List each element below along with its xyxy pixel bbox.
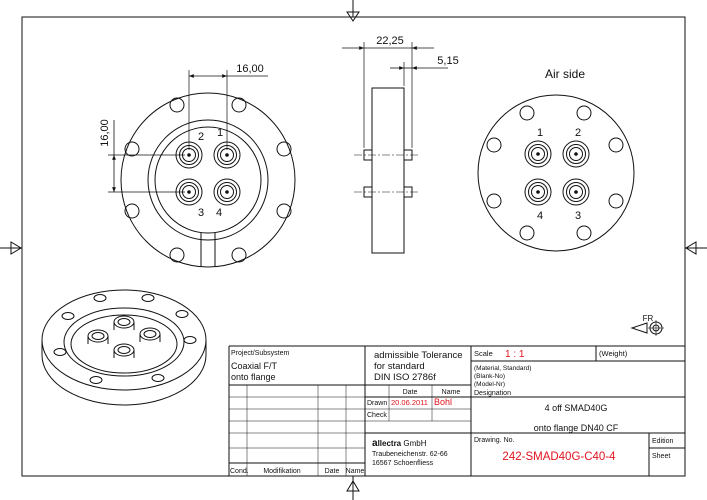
rev-date-header: Date — [325, 468, 340, 475]
projection-symbol-label: FR — [643, 314, 654, 323]
side-view: 22,25 5,15 — [342, 35, 459, 254]
scale-label: Scale — [474, 349, 493, 358]
sheet-label: Sheet — [652, 453, 670, 460]
dimension-side-total: 22,25 — [376, 35, 404, 47]
connector-iso-top — [113, 315, 135, 330]
centering-mark-top — [346, 0, 360, 22]
bolt-holes — [486, 105, 624, 241]
project-line-1: Coaxial F/T — [231, 361, 278, 371]
designation-line-1: 4 off SMAD40G — [545, 403, 608, 413]
front-pin-label-2: 2 — [198, 131, 204, 143]
drawing-no-label: Drawing. No. — [474, 437, 515, 444]
centering-mark-right — [685, 241, 707, 255]
bolt-holes — [53, 294, 197, 384]
back-view-title: Air side — [545, 67, 585, 81]
name-header: Name — [442, 389, 461, 396]
designation-line-2: onto flange DN40 CF — [534, 423, 619, 433]
back-pin-label-3: 3 — [575, 210, 581, 222]
title-block: Project/Subsystem Coaxial F/T onto flang… — [228, 345, 685, 476]
connector-iso-bottom — [113, 343, 135, 358]
tolerance-line-1: admissible Tolerance — [374, 350, 463, 361]
connector-1 — [524, 140, 552, 168]
material-label: (Material, Standard) — [474, 365, 531, 372]
drawing-number: 242-SMAD40G-C40-4 — [502, 451, 616, 463]
dimension-front-h: 16,00 — [236, 63, 264, 75]
tolerance-line-2: for standard — [374, 361, 425, 372]
drawn-name: Bohl — [434, 397, 452, 407]
project-label: Project/Subsystem — [231, 350, 290, 357]
projection-symbol: FR — [630, 314, 664, 336]
model-label: (Model-Nr) — [474, 381, 505, 388]
dimension-front-v: 16,00 — [99, 119, 111, 147]
connector-3 — [562, 178, 590, 206]
rev-mod-header: Modifikation — [263, 468, 300, 475]
designation-label: Designation — [474, 390, 511, 397]
isometric-view — [41, 289, 207, 406]
connector-4 — [524, 178, 552, 206]
drawn-date: 20.06.2011 — [391, 398, 428, 407]
front-pin-label-1: 1 — [217, 127, 223, 139]
back-pin-label-1: 1 — [537, 127, 543, 139]
check-label: Check — [367, 412, 387, 419]
back-pin-label-2: 2 — [575, 127, 581, 139]
edition-label: Edition — [652, 438, 674, 445]
connector-2 — [562, 140, 590, 168]
project-line-2: onto flange — [231, 372, 276, 382]
company-street: Traubeneichenstr. 62-66 — [372, 451, 448, 458]
connector-4 — [213, 178, 241, 206]
bolt-holes — [124, 97, 292, 263]
front-pin-label-4: 4 — [216, 207, 222, 219]
date-header: Date — [403, 389, 418, 396]
front-pin-label-3: 3 — [198, 207, 204, 219]
centering-mark-left — [0, 241, 22, 255]
drawn-label: Drawn — [367, 400, 387, 407]
centering-mark-bottom — [346, 476, 360, 500]
connector-iso-right — [139, 327, 161, 342]
connector-1 — [213, 141, 241, 169]
rev-name-header: Name — [346, 468, 365, 475]
scale-value: 1 : 1 — [505, 349, 525, 360]
company-name: allectra GmbH — [372, 438, 427, 449]
tolerance-line-3: DIN ISO 2786f — [374, 372, 436, 383]
back-view: Air side 1 2 4 3 — [477, 67, 635, 252]
rev-cond-header: Cond. — [230, 468, 249, 475]
dimension-side-flange: 5,15 — [437, 55, 458, 67]
weight-label: (Weight) — [599, 349, 628, 358]
blank-label: (Blank-No) — [474, 373, 505, 380]
front-view: 2 1 3 4 16,00 16,00 — [99, 63, 296, 268]
company-city: 16567 Schoenfliess — [372, 460, 434, 467]
connector-iso-left — [87, 329, 109, 344]
back-pin-label-4: 4 — [537, 210, 543, 222]
